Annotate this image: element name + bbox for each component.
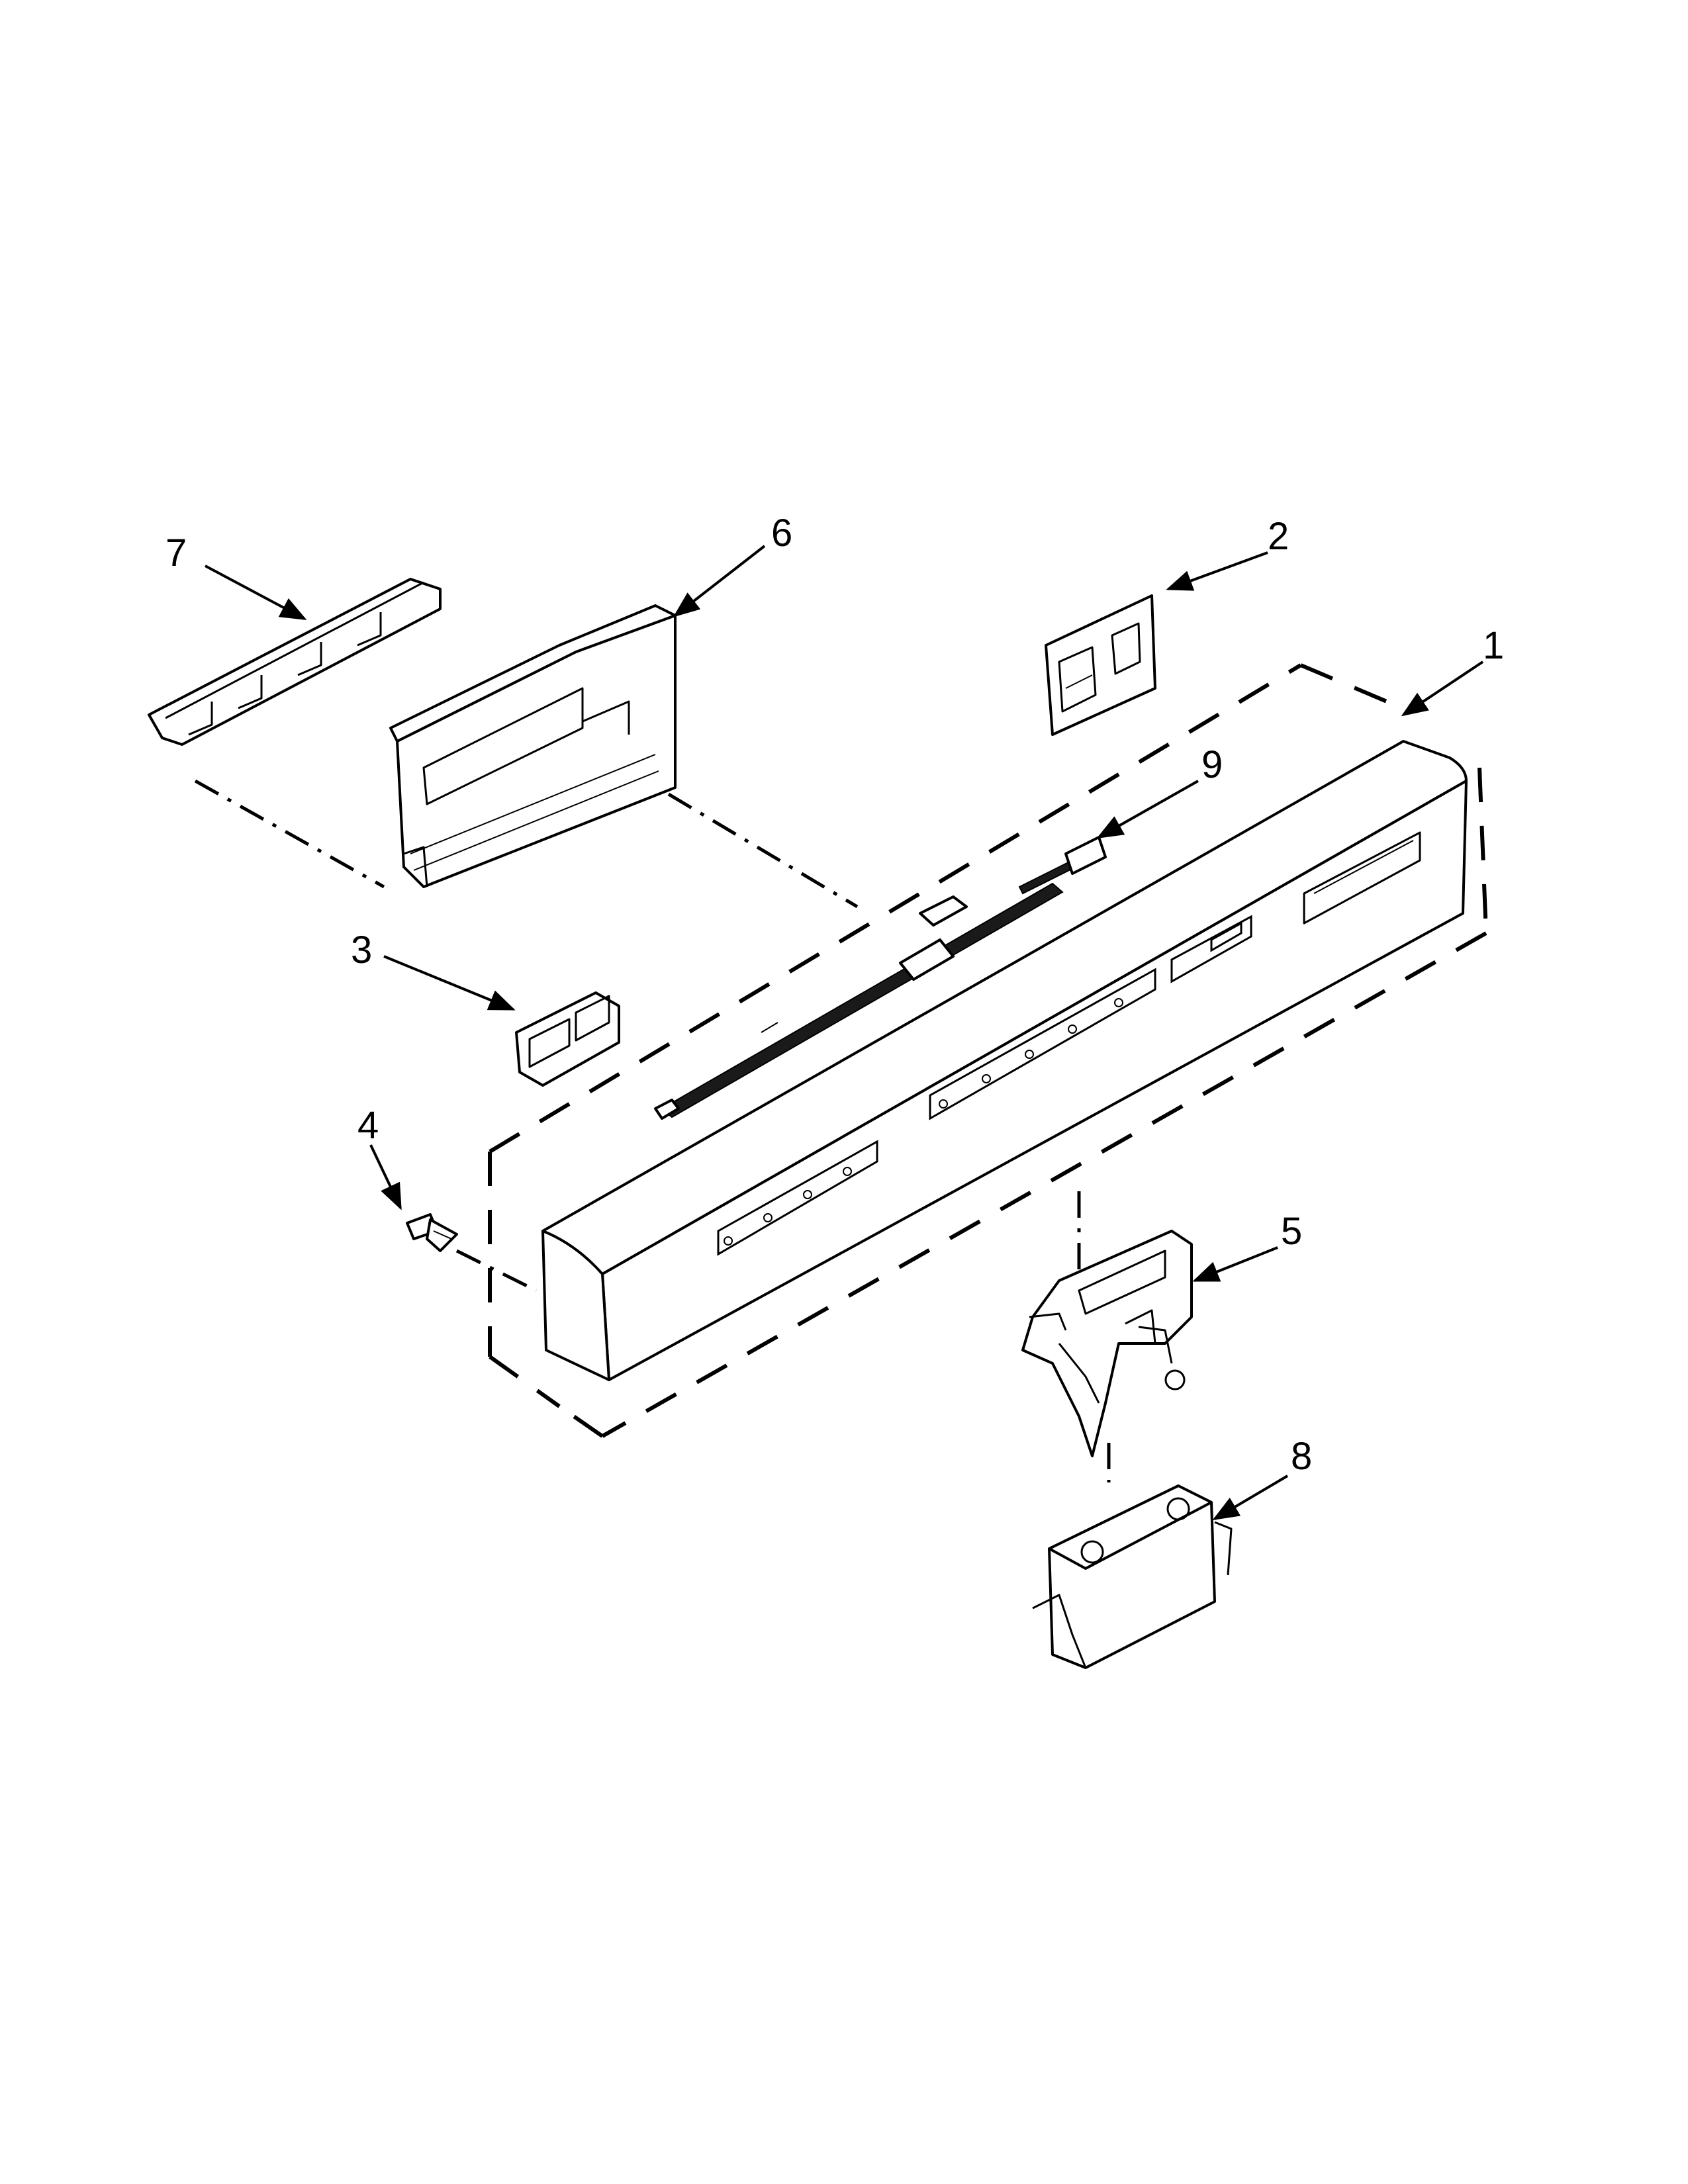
callout-8: 8: [1291, 1435, 1312, 1478]
callout-5: 5: [1281, 1210, 1302, 1253]
leader-lines: [205, 545, 1484, 1521]
callout-1: 1: [1483, 624, 1504, 667]
cover-part: [1032, 1484, 1233, 1669]
bracket-part: [1045, 594, 1156, 736]
callout-4: 4: [357, 1104, 379, 1147]
control-board-housing: [389, 604, 677, 888]
callout-2: 2: [1268, 515, 1289, 558]
callout-6: 6: [771, 512, 792, 555]
callout-3: 3: [351, 929, 372, 972]
control-panel-console: [541, 740, 1468, 1381]
button-group-right: [1170, 915, 1252, 983]
callout-9: 9: [1201, 743, 1223, 786]
button-group-middle: [929, 968, 1156, 1120]
callout-labels: 1 2 3 4 5 6 7 8 9: [165, 512, 1504, 1478]
callout-7: 7: [165, 531, 187, 574]
clip-part: [515, 991, 620, 1087]
button-group-left: [717, 1140, 878, 1256]
screw-part: [406, 1213, 458, 1252]
wire-harness: [654, 836, 1107, 1120]
rail-part: [148, 578, 442, 746]
latch-assembly: [1021, 1230, 1193, 1457]
assembly-outline: [488, 663, 1488, 1438]
